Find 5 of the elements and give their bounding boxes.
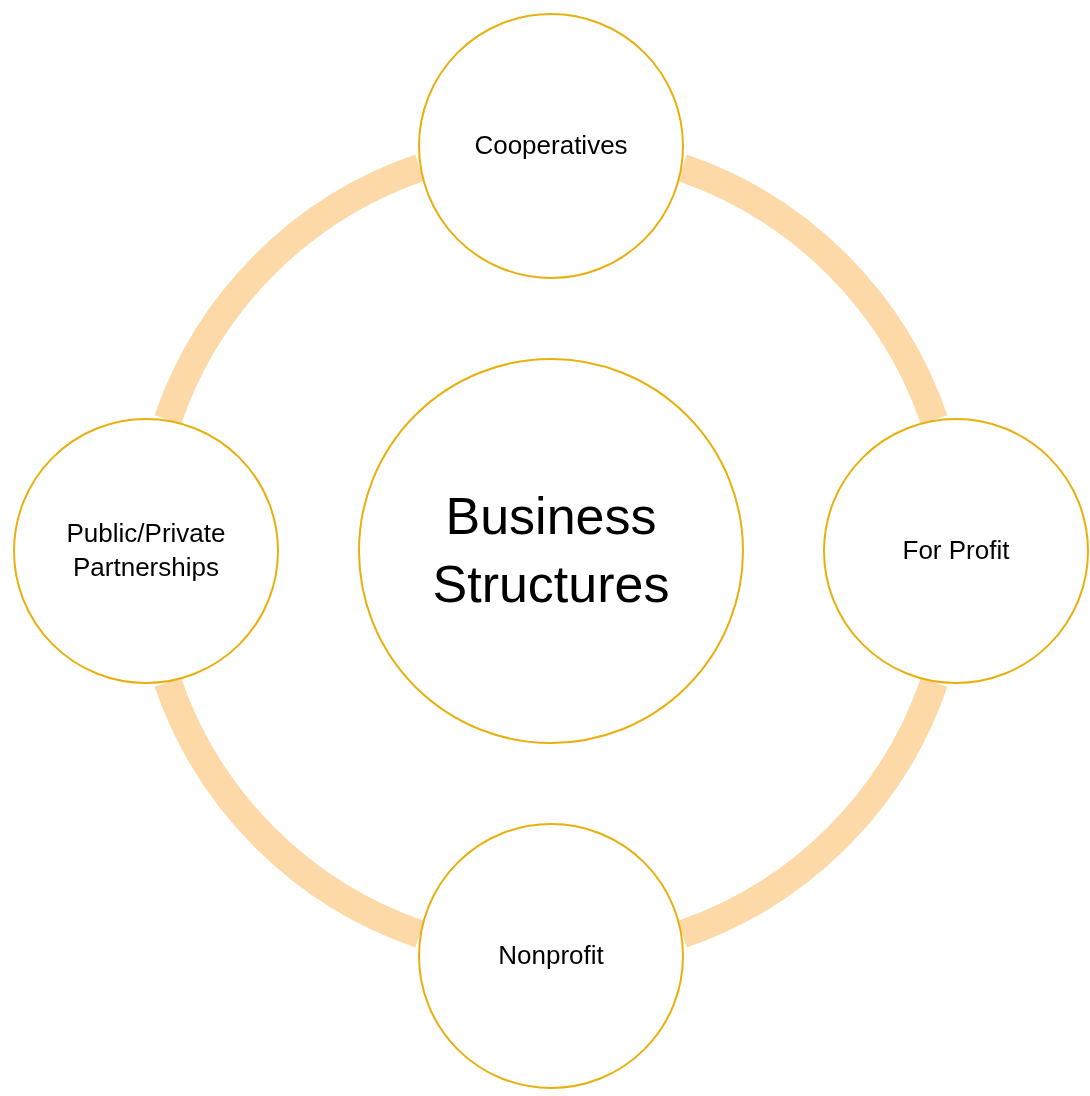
node-label: Public/Private Partnerships — [65, 517, 227, 584]
node-label: For Profit — [901, 534, 1011, 568]
center-title: Business Structures — [431, 486, 671, 615]
node-label: Nonprofit — [497, 939, 605, 973]
node-label: Cooperatives — [473, 129, 629, 163]
